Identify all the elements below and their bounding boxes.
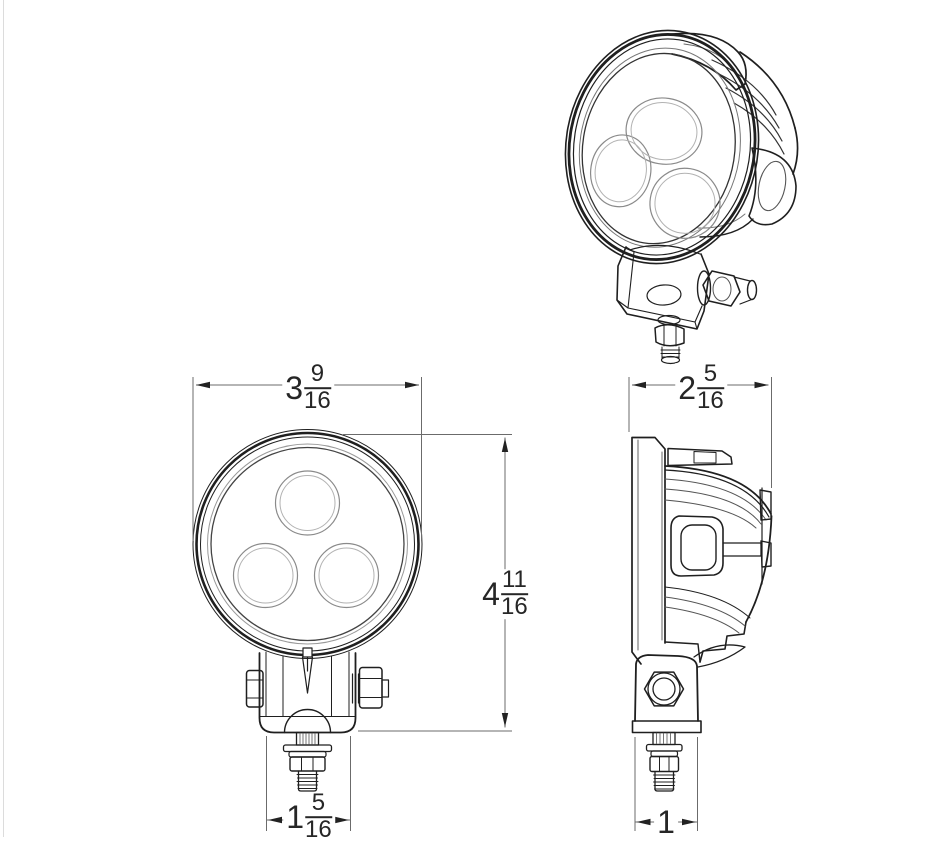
side-lens-slab: [631, 436, 666, 665]
front-mounting-bracket: [245, 651, 390, 734]
dimension-whole: 1: [286, 799, 305, 835]
iso-mounting-bracket: [616, 244, 758, 365]
front-mounting-stud: [282, 731, 333, 792]
dimension-whole: 3: [285, 370, 304, 406]
isometric-view: [564, 29, 799, 365]
side-mounting-bracket: [631, 644, 746, 734]
front-led-array: [232, 470, 380, 609]
dimension-label-side-bracket-width: 1: [654, 806, 678, 838]
iso-led-array: [590, 97, 721, 239]
dimension-whole: 1: [657, 804, 675, 840]
dim-front-bracket-width-lines: [266, 736, 351, 831]
dimension-whole: 2: [678, 370, 697, 406]
side-view: [631, 436, 773, 792]
front-top-tick: [302, 647, 313, 658]
dim-front-width-lines: [192, 377, 422, 541]
side-mounting-stud: [645, 731, 683, 792]
dimension-whole: 4: [482, 576, 500, 612]
front-view: [192, 429, 423, 792]
